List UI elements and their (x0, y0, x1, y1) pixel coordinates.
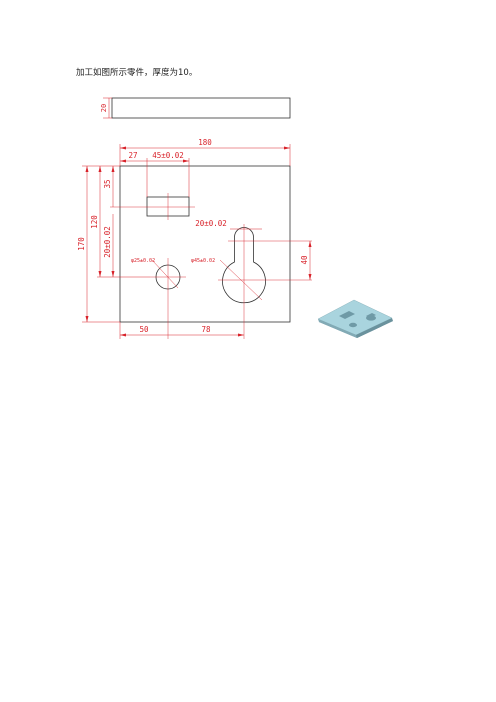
label-slot-width: 45±0.02 (152, 151, 184, 160)
arrow-20-bottom (111, 271, 115, 277)
label-overall-height: 170 (77, 237, 86, 251)
arrowheads (85, 146, 312, 337)
side-thickness-label: 20 (100, 104, 108, 112)
arrow-170-top (85, 166, 89, 172)
plate-keyhole-narrow (366, 313, 376, 318)
side-view-outline (111, 97, 291, 119)
arrow-120-bottom (98, 271, 102, 277)
label-slot-offset: 27 (128, 151, 137, 160)
label-large-hole-diameter: φ45±0.02 (191, 258, 215, 264)
plate-right-edge (356, 318, 393, 338)
label-hole-height: 120 (90, 215, 99, 229)
arrow-27-left (120, 159, 126, 163)
plate-slot-cutout (339, 311, 355, 319)
arrow-45-right (183, 159, 189, 163)
arrow-35-top (111, 166, 115, 172)
arrow-180-left (120, 146, 126, 150)
label-overall-width: 180 (198, 138, 212, 147)
arrow-40-bottom (308, 274, 312, 280)
label-slot-depth: 35 (103, 179, 112, 188)
arrow-170-bottom (85, 316, 89, 322)
plate-3d-preview (317, 299, 393, 338)
arrow-180-right (284, 146, 290, 150)
arrow-120-top (98, 166, 102, 172)
side-view: 20 (100, 97, 291, 119)
arrow-50-left (120, 333, 126, 337)
label-hole-center-height: 20±0.02 (103, 226, 112, 258)
plate-top-face (317, 299, 393, 336)
front-view-outline (119, 165, 291, 323)
plate-front-edge (318, 319, 357, 338)
large-hole-leader (219, 259, 263, 301)
dimensions (82, 144, 311, 339)
label-small-hole-diameter: φ25±0.02 (131, 258, 155, 264)
small-hole-leader (151, 259, 179, 289)
dimension-labels: 180 27 45±0.02 170 120 35 20±0.02 20±0.0… (77, 138, 309, 334)
arrow-78-right (238, 333, 244, 337)
label-keyhole-drop: 40 (300, 255, 309, 265)
label-keyhole-width: 20±0.02 (195, 219, 227, 228)
arrow-40-top (308, 241, 312, 247)
label-hole-spacing: 78 (201, 325, 211, 334)
plate-small-hole (349, 322, 357, 328)
label-hole1-x: 50 (139, 325, 149, 334)
intro-text: 加工如图所示零件，厚度为10。 (76, 68, 198, 78)
front-view (110, 165, 312, 339)
